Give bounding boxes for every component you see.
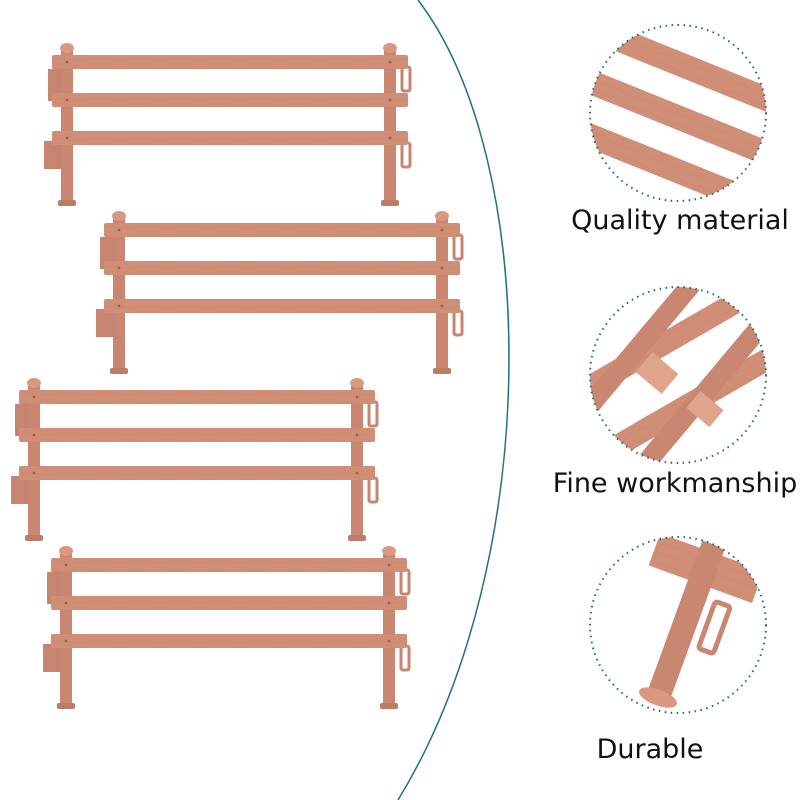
fence-panel-4 xyxy=(41,544,411,711)
fence-rails-closeup-icon xyxy=(589,24,767,202)
fence-panel-1 xyxy=(42,41,412,208)
fence-panel-2 xyxy=(94,209,464,376)
feature-label-fine-workmanship: Fine workmanship xyxy=(552,468,798,499)
feature-label-durable: Durable xyxy=(596,734,704,765)
fence-post-closeup-icon xyxy=(589,536,767,714)
fence-panel-3 xyxy=(9,376,379,543)
feature-label-quality-material: Quality material xyxy=(571,205,789,236)
fence-joint-closeup-icon xyxy=(589,286,767,464)
divider-arc xyxy=(397,0,510,800)
